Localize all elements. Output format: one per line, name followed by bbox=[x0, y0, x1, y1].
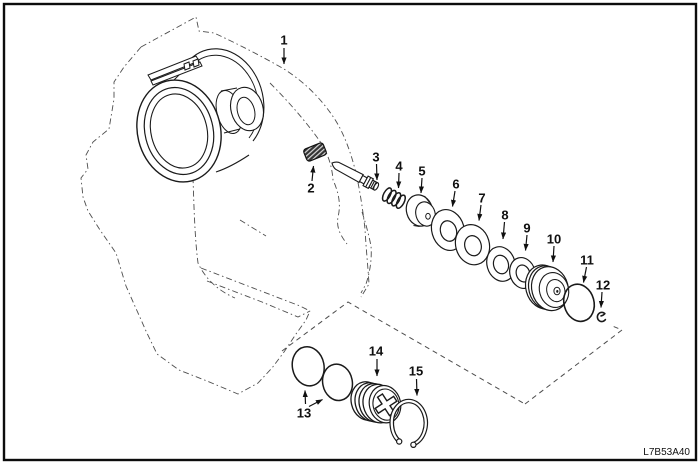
transmission-housing-outline bbox=[80, 16, 372, 395]
detail-boundary bbox=[281, 301, 623, 405]
callout-15: 15 bbox=[409, 364, 423, 396]
callouts: 1 2 3 4 5 6 7 8 bbox=[280, 33, 610, 421]
callout-1: 1 bbox=[280, 33, 288, 65]
callout-label-3: 3 bbox=[372, 150, 379, 165]
part-15-snap-ring bbox=[389, 398, 429, 448]
callout-label-8: 8 bbox=[501, 208, 508, 223]
callout-13: 13 bbox=[297, 390, 323, 421]
callout-4: 4 bbox=[395, 159, 403, 189]
brake-band-drum bbox=[136, 48, 265, 183]
callout-label-6: 6 bbox=[452, 177, 459, 192]
callout-label-11: 11 bbox=[580, 253, 594, 268]
callout-label-1: 1 bbox=[280, 33, 287, 48]
callout-11: 11 bbox=[580, 253, 594, 283]
callout-3: 3 bbox=[372, 150, 380, 181]
callout-label-2: 2 bbox=[307, 181, 314, 196]
callout-6: 6 bbox=[450, 177, 460, 207]
callout-7: 7 bbox=[477, 191, 486, 221]
callout-label-9: 9 bbox=[523, 221, 530, 236]
part-3-shaft bbox=[331, 161, 380, 191]
callout-label-7: 7 bbox=[478, 191, 485, 206]
callout-label-15: 15 bbox=[409, 364, 423, 379]
part-10-piston bbox=[524, 264, 570, 312]
part-12-clip bbox=[596, 311, 607, 323]
part-8-washer bbox=[486, 246, 516, 282]
part-11-o-ring bbox=[562, 283, 596, 323]
callout-label-14: 14 bbox=[369, 344, 384, 359]
callout-8: 8 bbox=[500, 208, 509, 240]
part-14-piston bbox=[350, 381, 402, 424]
band-anchor-hub bbox=[215, 86, 265, 134]
frame-border bbox=[2, 2, 698, 462]
callout-10: 10 bbox=[547, 232, 561, 263]
callout-2: 2 bbox=[307, 165, 316, 196]
part-7-washer bbox=[454, 224, 491, 266]
callout-label-10: 10 bbox=[547, 232, 561, 247]
callout-9: 9 bbox=[523, 221, 531, 251]
callout-label-4: 4 bbox=[395, 159, 403, 174]
part-13-o-rings bbox=[291, 345, 354, 402]
part-4-coil-spring bbox=[381, 187, 407, 209]
callout-label-13: 13 bbox=[297, 406, 311, 421]
band-bracket bbox=[147, 55, 203, 86]
callout-label-5: 5 bbox=[418, 164, 425, 179]
callout-12: 12 bbox=[596, 278, 610, 308]
callout-5: 5 bbox=[418, 164, 426, 194]
part-5-piston bbox=[405, 194, 436, 227]
part-2-spring bbox=[303, 142, 327, 162]
figure-code: L7B53A40 bbox=[643, 447, 690, 458]
callout-label-12: 12 bbox=[596, 278, 610, 293]
callout-14: 14 bbox=[369, 344, 384, 377]
